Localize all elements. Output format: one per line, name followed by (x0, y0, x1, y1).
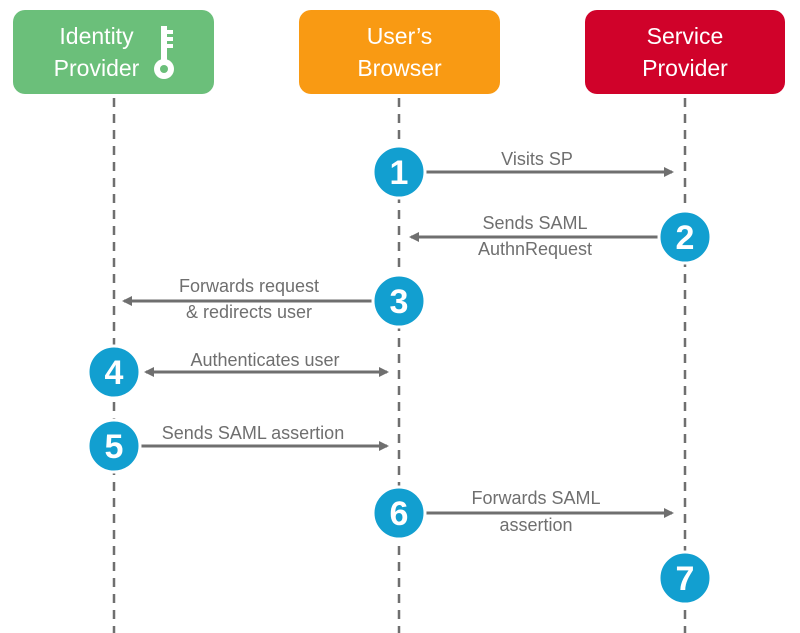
step-2-label-line-1: Sends SAML (482, 213, 587, 233)
step-6-badge (371, 485, 427, 541)
users-browser-box: User’s Browser (299, 10, 500, 94)
step-3-badge (371, 273, 427, 329)
step-6-number: 6 (390, 495, 409, 533)
step-5-label-line-1: Sends SAML assertion (162, 423, 344, 443)
step-2-badge (657, 209, 713, 265)
step-2-label-line-2: AuthnRequest (478, 239, 592, 259)
identity-provider-box: Identity Provider (13, 10, 214, 94)
step-1-badge (371, 144, 427, 200)
step-4-badge (86, 344, 142, 400)
key-icon (152, 26, 178, 82)
step-6-label-line-1: Forwards SAML (471, 488, 600, 508)
step-2-number: 2 (676, 219, 695, 257)
step-5-number: 5 (105, 428, 124, 466)
step-6-label-line-2: assertion (499, 515, 572, 535)
step-3-label-line-1: Forwards request (179, 276, 319, 296)
service-provider-box: Service Provider (585, 10, 785, 94)
identity-provider-label: Identity Provider (53, 23, 140, 81)
step-1-number: 1 (390, 154, 409, 192)
step-4-number: 4 (105, 354, 124, 392)
users-browser-label: User’s Browser (357, 23, 442, 81)
step-3-number: 3 (390, 283, 409, 321)
step-3-label-line-2: & redirects user (186, 302, 312, 322)
step-1-label-line-1: Visits SP (501, 149, 573, 169)
step-4-label-line-1: Authenticates user (190, 350, 339, 370)
step-5-badge (86, 418, 142, 474)
step-7-number: 7 (676, 560, 695, 598)
step-7-badge (657, 550, 713, 606)
service-provider-label: Service Provider (642, 23, 728, 81)
